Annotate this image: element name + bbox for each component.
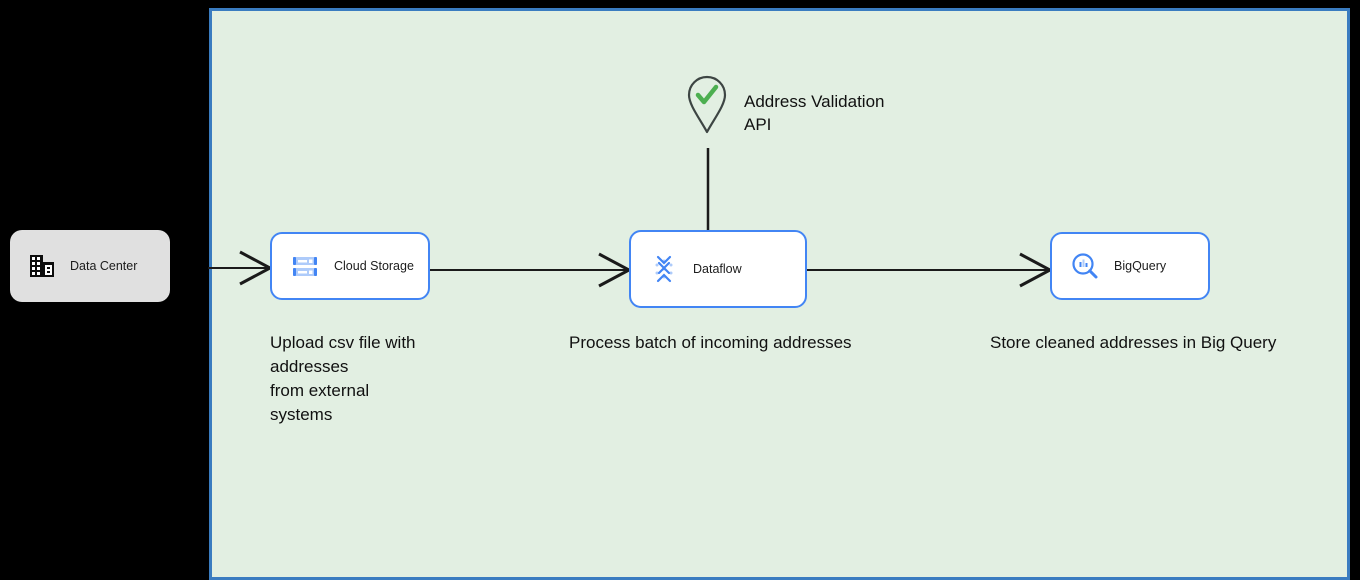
node-label-dataflow: Dataflow	[693, 262, 742, 276]
node-bigquery[interactable]: BigQuery	[1050, 232, 1210, 300]
map-pin-check-icon	[687, 75, 727, 134]
cloud-storage-icon	[293, 257, 317, 276]
caption-upload-csv: Upload csv file with addresses from exte…	[270, 333, 416, 424]
node-address-validation-api[interactable]: Address Validation API	[686, 74, 885, 136]
api-label-address-validation: Address Validation API	[744, 92, 885, 134]
data-center-building-icon	[30, 255, 54, 277]
node-cloud-storage[interactable]: Cloud Storage	[270, 232, 430, 300]
caption-store-addresses: Store cleaned addresses in Big Query	[990, 333, 1277, 352]
node-label-bigquery: BigQuery	[1114, 259, 1167, 273]
node-dataflow[interactable]: Dataflow	[629, 230, 807, 308]
dataflow-icon	[655, 255, 673, 283]
node-label-cloud-storage: Cloud Storage	[334, 259, 414, 273]
caption-process-batch: Process batch of incoming addresses	[569, 333, 852, 352]
node-data-center[interactable]: Data Center	[10, 230, 170, 302]
node-label-data-center: Data Center	[70, 259, 138, 273]
bigquery-icon	[1072, 253, 1098, 279]
